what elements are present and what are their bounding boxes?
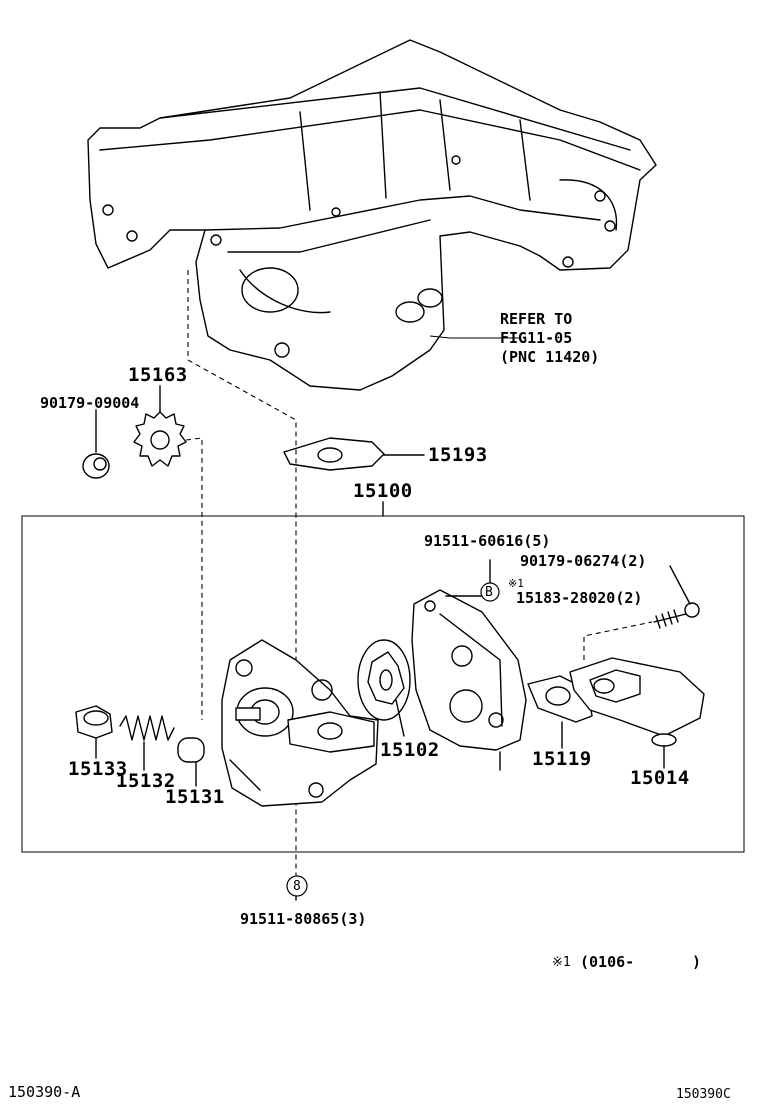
spring-drawing: [119, 715, 175, 771]
plug-drawing: [75, 705, 113, 759]
note-mark-2: ※1: [552, 955, 571, 970]
sprocket-drawing: [133, 385, 187, 467]
bolt-8-part-number: 91511-80865(3): [240, 910, 367, 928]
nut-drawing: [82, 409, 110, 479]
alignment-line-stud: [583, 621, 653, 660]
alignment-line-main: [187, 270, 297, 880]
oil-pan-drawing: [87, 39, 657, 391]
sprocket-part-number: 15163: [128, 364, 188, 386]
assembly-part-number: 15100: [353, 480, 413, 502]
bolt-b-part-number: 91511-60616(5): [424, 532, 551, 550]
note-mark-1: ※1: [508, 577, 524, 590]
gasket-drawing: [283, 437, 425, 471]
valve-drawing: [177, 737, 205, 787]
cover-gasket-part-number: 15119: [532, 748, 592, 770]
rotor-drawing: [357, 639, 411, 737]
stud-part-number: 15183-28020(2): [516, 589, 643, 607]
figure-id-right: 150390C: [676, 1087, 731, 1102]
valve-part-number: 15131: [165, 786, 225, 808]
rotor-part-number: 15102: [380, 739, 440, 761]
figure-id-left: 150390-A: [8, 1083, 81, 1101]
gasket-part-number: 15193: [428, 444, 488, 466]
oil-pan-pnc-label: (PNC 11420): [500, 348, 600, 366]
marker-b: B: [485, 585, 493, 600]
plug-part-number: 15133: [68, 758, 128, 780]
pump-body-drawing: [221, 639, 379, 807]
marker-8: 8: [293, 879, 301, 894]
oil-pan-ref-label: REFER TO: [500, 310, 573, 328]
marker-b-circle: [480, 582, 500, 602]
oil-pan-fig-label: FIG11-05: [500, 329, 573, 347]
note-close: ): [692, 953, 702, 971]
marker-8-circle: [286, 875, 308, 897]
nut-2-part-number: 90179-06274(2): [520, 552, 647, 570]
alignment-line-sprocket: [185, 437, 203, 720]
strainer-drawing: [569, 657, 705, 769]
stud-drawing: [653, 565, 700, 629]
nut-part-number: 90179-09004: [40, 394, 140, 412]
strainer-part-number: 15014: [630, 767, 690, 789]
pump-cover-drawing: [411, 559, 527, 751]
spring-part-number: 15132: [116, 770, 176, 792]
note-date-range: (0106-: [580, 953, 635, 971]
